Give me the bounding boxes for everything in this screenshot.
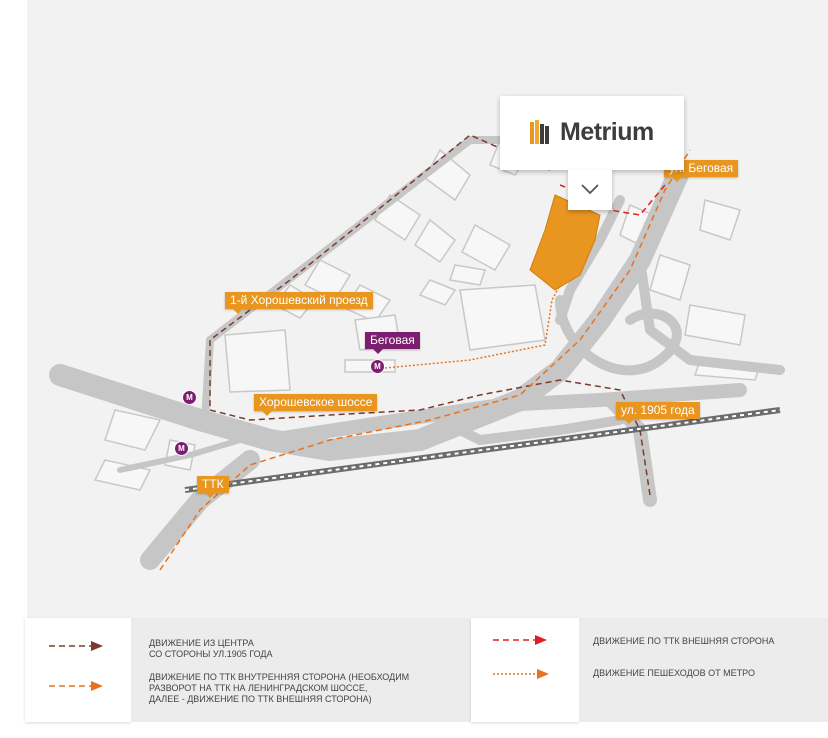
metrium-logo-icon	[530, 120, 549, 144]
legend-panel-right	[579, 618, 828, 722]
legend-text-ttk-inner: Движение по ТТК внутренняя сторона (необ…	[149, 672, 410, 704]
railway	[184, 407, 781, 493]
label-ul-1905: ул. 1905 года	[616, 402, 700, 424]
legend-swatch-from-center	[49, 641, 103, 651]
target-building	[529, 194, 601, 291]
collapse-button[interactable]	[568, 170, 612, 210]
chevron-down-icon	[581, 184, 599, 195]
legend: Движение из центра со стороны ул.1905 го…	[25, 618, 828, 722]
logo-box: Metrium	[500, 96, 684, 170]
brand-name: Metrium	[560, 118, 654, 146]
label-ttk: ТТК	[197, 476, 229, 498]
legend-swatch-ttk-outer	[493, 635, 547, 645]
metro-icon: М	[182, 390, 197, 405]
route-from-center	[209, 134, 651, 496]
legend-text-from-center: Движение из центра со стороны ул.1905 го…	[149, 638, 273, 659]
map-canvas	[49, 134, 785, 571]
legend-panel-right-swatches	[471, 618, 579, 722]
route-pedestrian	[384, 284, 561, 369]
legend-text-ttk-outer: Движение по ТТК внешняя сторона	[593, 636, 775, 646]
metro-icon: М	[174, 441, 189, 456]
metro-icon: М	[370, 359, 385, 374]
map-frame[interactable]: ул. Беговая 1-й Хорошевский проезд Бегов…	[27, 0, 828, 618]
legend-text-pedestrian: Движение пешеходов от метро	[593, 668, 755, 678]
legend-panel-left-swatches	[25, 618, 131, 722]
legend-swatch-ttk-inner	[49, 681, 103, 691]
roads	[49, 136, 785, 570]
label-khoroshevsky-proezd: 1-й Хорошевский проезд	[225, 292, 373, 314]
label-metro-begovaya: Беговая	[365, 332, 420, 354]
label-khoroshevskoe-shosse: Хорошевское шоссе	[254, 394, 378, 416]
legend-panel-left	[131, 618, 471, 722]
legend-swatch-pedestrian	[493, 669, 549, 679]
